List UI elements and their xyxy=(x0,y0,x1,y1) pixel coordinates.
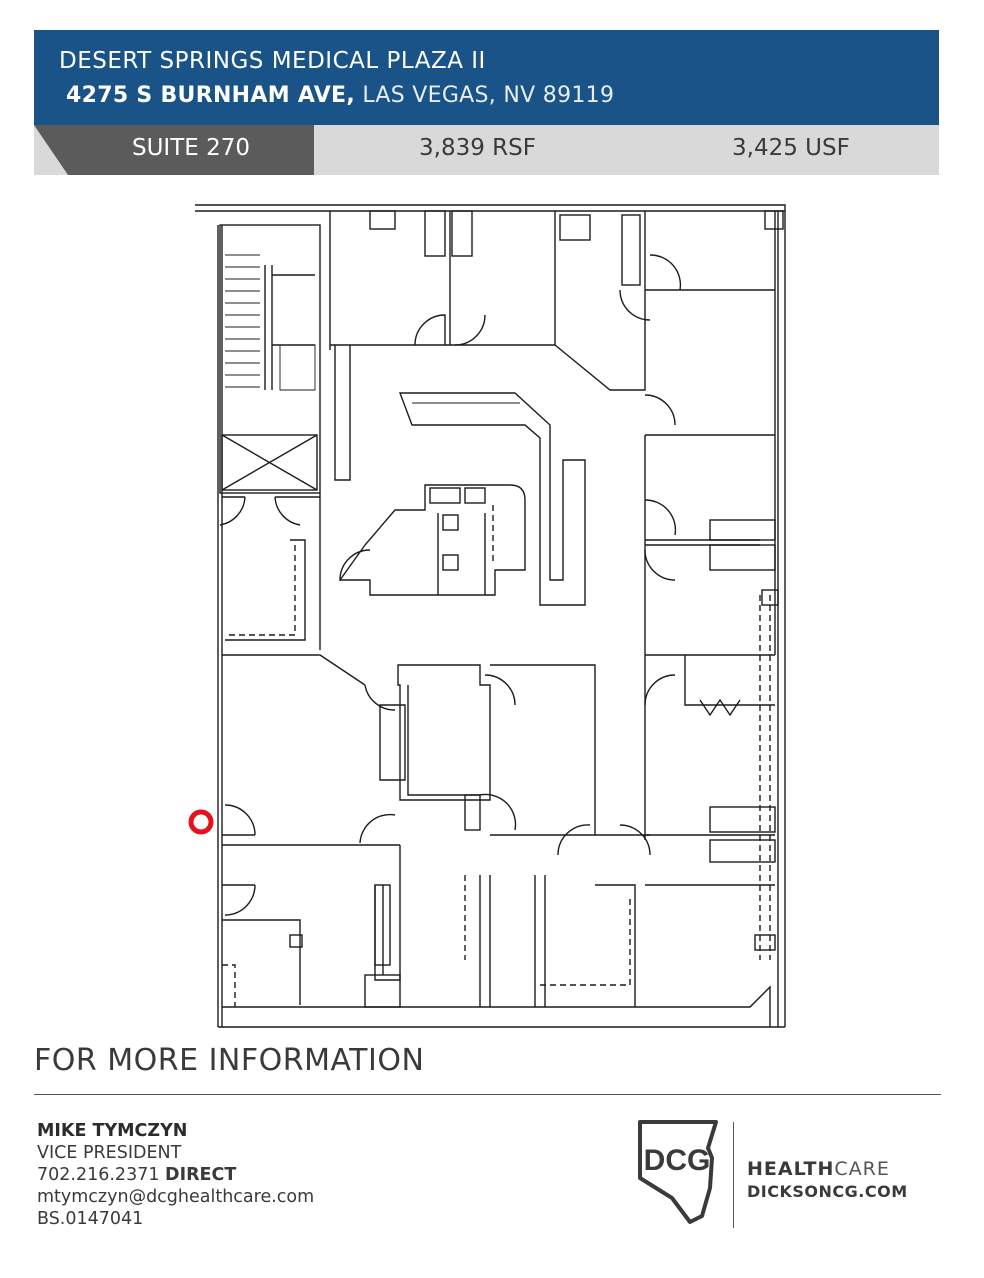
suite-number: SUITE 270 xyxy=(132,135,251,161)
floor-plan xyxy=(188,204,786,1028)
outer-wall xyxy=(195,204,786,1027)
address-city: LAS VEGAS, NV 89119 xyxy=(362,83,615,108)
contact-license: BS.0147041 xyxy=(37,1209,144,1229)
contact-name: MIKE TYMCZYN xyxy=(37,1121,188,1141)
address-street: 4275 S BURNHAM AVE, xyxy=(66,83,356,108)
dcg-logo-icon: DCG xyxy=(638,1120,718,1224)
brand-care: CARE xyxy=(834,1158,890,1180)
brand-name: HEALTHCARE xyxy=(747,1158,890,1180)
stats-bar: SUITE 270 3,839 RSF 3,425 USF xyxy=(34,125,939,175)
building-address: 4275 S BURNHAM AVE, LAS VEGAS, NV 89119 xyxy=(66,83,614,108)
contact-email[interactable]: mtymczyn@dcghealthcare.com xyxy=(37,1187,315,1207)
entry-marker xyxy=(188,809,214,835)
rentable-square-feet: 3,839 RSF xyxy=(419,135,536,161)
divider xyxy=(34,1094,941,1095)
contact-title: VICE PRESIDENT xyxy=(37,1143,182,1163)
contact-block: MIKE TYMCZYN VICE PRESIDENT 702.216.2371… xyxy=(37,1120,314,1230)
stairwell xyxy=(219,224,321,494)
usable-square-feet: 3,425 USF xyxy=(732,135,850,161)
reception-desk xyxy=(398,392,586,606)
brand-website[interactable]: DICKSONCG.COM xyxy=(747,1182,908,1201)
contact-phone-line: 702.216.2371 DIRECT xyxy=(37,1164,314,1186)
elevator xyxy=(221,434,318,491)
building-title: DESERT SPRINGS MEDICAL PLAZA II xyxy=(59,48,486,74)
header-band: DESERT SPRINGS MEDICAL PLAZA II 4275 S B… xyxy=(34,30,939,125)
suite-tab xyxy=(34,125,314,175)
logo-separator xyxy=(733,1122,734,1228)
brand-health: HEALTH xyxy=(747,1158,835,1180)
contact-phone[interactable]: 702.216.2371 xyxy=(37,1165,160,1185)
logo-text: DCG xyxy=(644,1144,711,1177)
sink xyxy=(369,210,396,230)
info-heading: FOR MORE INFORMATION xyxy=(34,1043,425,1078)
contact-phone-label: DIRECT xyxy=(165,1165,237,1185)
